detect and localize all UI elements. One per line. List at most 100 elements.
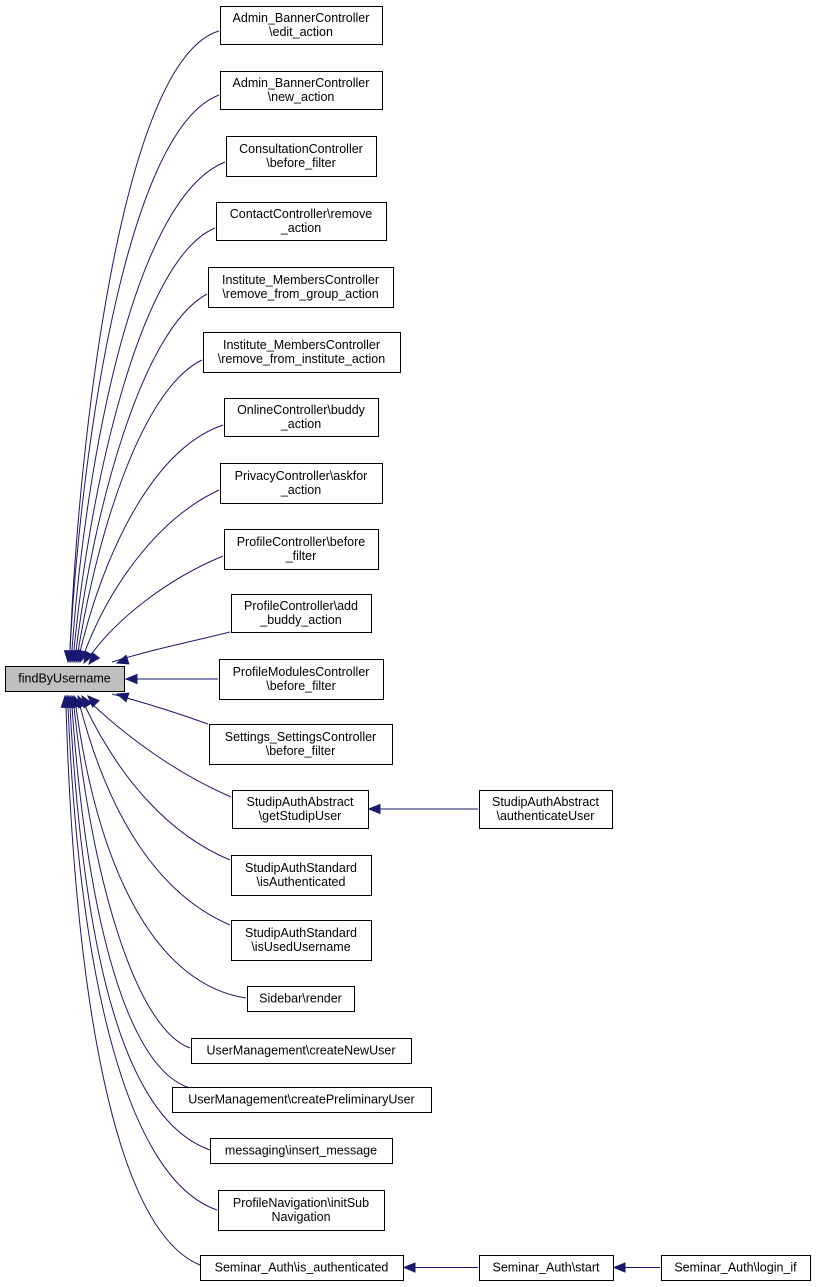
- node-box: [226, 136, 377, 177]
- node-box: [219, 659, 384, 700]
- node-label: ConsultationController: [239, 142, 363, 156]
- node-label: PrivacyController\askfor: [235, 469, 368, 483]
- node-box: [209, 724, 393, 765]
- node-box: [220, 6, 383, 45]
- arrowhead-n12-to-root: [115, 692, 130, 703]
- node-label: ProfileNavigation\initSub: [233, 1196, 369, 1210]
- node-label: ContactController\remove: [230, 207, 372, 221]
- node-label: \getStudipUser: [259, 809, 342, 823]
- node-label: messaging\insert_message: [225, 1144, 377, 1158]
- node-label: Institute_MembersController: [223, 338, 380, 352]
- node-box: [203, 332, 401, 373]
- node-box: [231, 855, 372, 896]
- caller-node[interactable]: ProfileController\before_filter: [224, 529, 379, 570]
- arrowhead-n11-to-root: [124, 673, 138, 685]
- node-label: _action: [280, 221, 321, 235]
- node-box: [218, 1190, 385, 1231]
- arrowhead-n22-to-n13: [367, 803, 381, 815]
- caller-node[interactable]: Seminar_Auth\login_if: [661, 1255, 811, 1281]
- caller-node[interactable]: ProfileController\add_buddy_action: [231, 594, 372, 633]
- edge-n2-to-root: [69, 94, 220, 651]
- caller-node[interactable]: messaging\insert_message: [210, 1138, 393, 1164]
- caller-node[interactable]: Settings_SettingsController\before_filte…: [209, 724, 393, 765]
- node-label: StudipAuthAbstract: [246, 795, 354, 809]
- node-label: \before_filter: [266, 156, 335, 170]
- edge-n20-to-root: [67, 706, 218, 1211]
- node-label: _action: [280, 417, 321, 431]
- node-label: \isAuthenticated: [257, 875, 346, 889]
- node-box: [216, 202, 387, 241]
- node-box: [231, 594, 372, 633]
- node-label: ProfileController\before: [237, 535, 366, 549]
- edge-n4-to-root: [73, 227, 216, 651]
- arrowhead-n23-to-n21: [402, 1262, 416, 1273]
- edge-n16-to-root: [75, 706, 247, 999]
- caller-node[interactable]: Admin_BannerController\new_action: [220, 71, 383, 110]
- caller-node[interactable]: UserManagement\createPreliminaryUser: [172, 1087, 432, 1113]
- node-box: [231, 920, 372, 961]
- caller-node[interactable]: Institute_MembersController\remove_from_…: [203, 332, 401, 373]
- edge-n14-to-root: [83, 703, 231, 861]
- root-node[interactable]: findByUsername: [5, 666, 125, 692]
- node-box: [247, 986, 355, 1012]
- node-label: UserManagement\createPreliminaryUser: [188, 1093, 414, 1107]
- node-box: [479, 790, 613, 829]
- node-box: [220, 463, 383, 504]
- node-label: \remove_from_group_action: [222, 287, 378, 301]
- node-label: Seminar_Auth\is_authenticated: [215, 1261, 389, 1275]
- edge-n13-to-root: [89, 701, 232, 798]
- caller-node[interactable]: Admin_BannerController\edit_action: [220, 6, 383, 45]
- arrowhead-n21-to-root: [60, 694, 72, 708]
- node-label: StudipAuthStandard: [245, 861, 357, 875]
- caller-node[interactable]: Seminar_Auth\start: [479, 1255, 614, 1281]
- node-label: Institute_MembersController: [222, 273, 379, 287]
- node-label: \isUsedUsername: [251, 940, 350, 954]
- edge-n3-to-root: [71, 161, 226, 651]
- caller-node[interactable]: ConsultationController\before_filter: [226, 136, 377, 177]
- node-label: \edit_action: [269, 25, 333, 39]
- nodes: findByUsernameAdmin_BannerController\edi…: [5, 6, 811, 1281]
- node-box: [208, 267, 394, 308]
- arrowhead-n8-to-root: [83, 650, 95, 665]
- caller-node[interactable]: StudipAuthStandard\isUsedUsername: [231, 920, 372, 961]
- node-box: [479, 1255, 614, 1281]
- node-label: Seminar_Auth\start: [493, 1261, 601, 1275]
- edge-n10-to-root: [111, 631, 231, 663]
- caller-node[interactable]: StudipAuthAbstract\authenticateUser: [479, 790, 613, 829]
- node-label: _buddy_action: [259, 613, 341, 627]
- caller-node[interactable]: UserManagement\createNewUser: [191, 1038, 412, 1064]
- caller-node[interactable]: ContactController\remove_action: [216, 202, 387, 241]
- node-box: [661, 1255, 811, 1281]
- caller-node[interactable]: PrivacyController\askfor_action: [220, 463, 383, 504]
- node-label: Admin_BannerController: [233, 11, 370, 25]
- edges: [60, 30, 660, 1273]
- edge-n1-to-root: [69, 30, 220, 651]
- caller-node[interactable]: OnlineController\buddy_action: [224, 398, 379, 437]
- edge-n7-to-root: [79, 424, 224, 653]
- node-box: [224, 398, 379, 437]
- node-box: [5, 666, 125, 692]
- edge-n8-to-root: [83, 489, 220, 655]
- node-label: Admin_BannerController: [233, 76, 370, 90]
- node-box: [220, 71, 383, 110]
- caller-node[interactable]: Sidebar\render: [247, 986, 355, 1012]
- caller-node[interactable]: StudipAuthStandard\isAuthenticated: [231, 855, 372, 896]
- node-label: OnlineController\buddy: [237, 403, 366, 417]
- caller-node[interactable]: StudipAuthAbstract\getStudipUser: [232, 790, 369, 829]
- node-label: \remove_from_institute_action: [218, 352, 385, 366]
- edge-n6-to-root: [77, 359, 203, 653]
- edge-n9-to-root: [89, 555, 224, 657]
- edge-n15-to-root: [79, 705, 231, 926]
- caller-node[interactable]: Institute_MembersController\remove_from_…: [208, 267, 394, 308]
- caller-node[interactable]: Seminar_Auth\is_authenticated: [200, 1255, 404, 1281]
- node-box: [224, 529, 379, 570]
- node-label: UserManagement\createNewUser: [207, 1044, 396, 1058]
- node-label: Navigation: [271, 1210, 330, 1224]
- edge-n18-to-root: [71, 706, 191, 1089]
- node-label: Settings_SettingsController: [225, 730, 376, 744]
- caller-node[interactable]: ProfileModulesController\before_filter: [219, 659, 384, 700]
- node-label: ProfileController\add: [244, 599, 358, 613]
- edge-n17-to-root: [73, 706, 191, 1049]
